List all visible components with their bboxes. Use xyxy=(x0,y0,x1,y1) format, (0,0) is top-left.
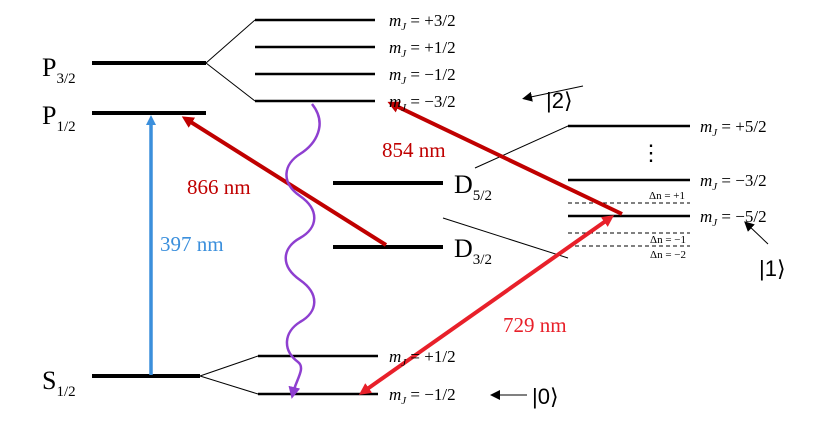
state-2-pointer xyxy=(522,85,584,102)
d-mj-label: mJ = −3/2 xyxy=(700,171,767,193)
transition-729-label: 729 nm xyxy=(503,313,567,337)
transition-854-label: 854 nm xyxy=(382,138,446,162)
d52-label: D5/2 xyxy=(454,170,492,204)
p12-label: P1/2 xyxy=(42,101,76,135)
s-mj-label: mJ = −1/2 xyxy=(389,385,456,407)
p-mj-label: mJ = +3/2 xyxy=(389,11,456,33)
s-mj-labels: mJ = +1/2 mJ = −1/2 xyxy=(389,347,456,407)
state-1-pointer xyxy=(744,221,769,245)
s-mj-label: mJ = +1/2 xyxy=(389,347,456,369)
d-mj-label: mJ = −5/2 xyxy=(700,207,767,229)
d32-label: D3/2 xyxy=(454,234,492,268)
delta-n-label: Δn = −2 xyxy=(650,249,686,261)
transition-866-arrow xyxy=(181,116,388,247)
transition-854-arrow xyxy=(387,101,623,216)
p-mj-label: mJ = −3/2 xyxy=(389,92,456,114)
p-mj-label: mJ = +1/2 xyxy=(389,38,456,60)
state-2-label: |2⟩ xyxy=(546,88,573,113)
d-mj-label: mJ = +5/2 xyxy=(700,117,767,139)
ellipsis-vertical: ⋮ xyxy=(640,140,662,165)
p-split-line-bottom xyxy=(205,62,256,102)
delta-n-label: Δn = −1 xyxy=(650,234,686,246)
s12-label: S1/2 xyxy=(42,366,76,400)
d-mj-labels: mJ = +5/2 mJ = −3/2 mJ = −5/2 xyxy=(700,117,767,229)
state-1-label: |1⟩ xyxy=(759,256,786,281)
p-split-line-top xyxy=(205,19,256,64)
delta-n-labels: Δn = +1 Δn = −1 Δn = −2 xyxy=(649,190,686,261)
p-mj-label: mJ = −1/2 xyxy=(389,65,456,87)
spontaneous-decay-wave xyxy=(284,103,321,399)
p-mj-labels: mJ = +3/2 mJ = +1/2 mJ = −1/2 mJ = −3/2 xyxy=(389,11,456,114)
delta-n-label: Δn = +1 xyxy=(649,190,685,202)
p32-label: P3/2 xyxy=(42,53,76,87)
transition-729-arrow xyxy=(358,215,615,395)
transition-866-label: 866 nm xyxy=(187,175,251,199)
state-0-label: |0⟩ xyxy=(532,384,559,409)
s-split-line-top xyxy=(199,355,259,377)
transition-397-label: 397 nm xyxy=(160,232,224,256)
d-split-line-top xyxy=(474,125,569,169)
s-split-line-bottom xyxy=(199,375,259,395)
